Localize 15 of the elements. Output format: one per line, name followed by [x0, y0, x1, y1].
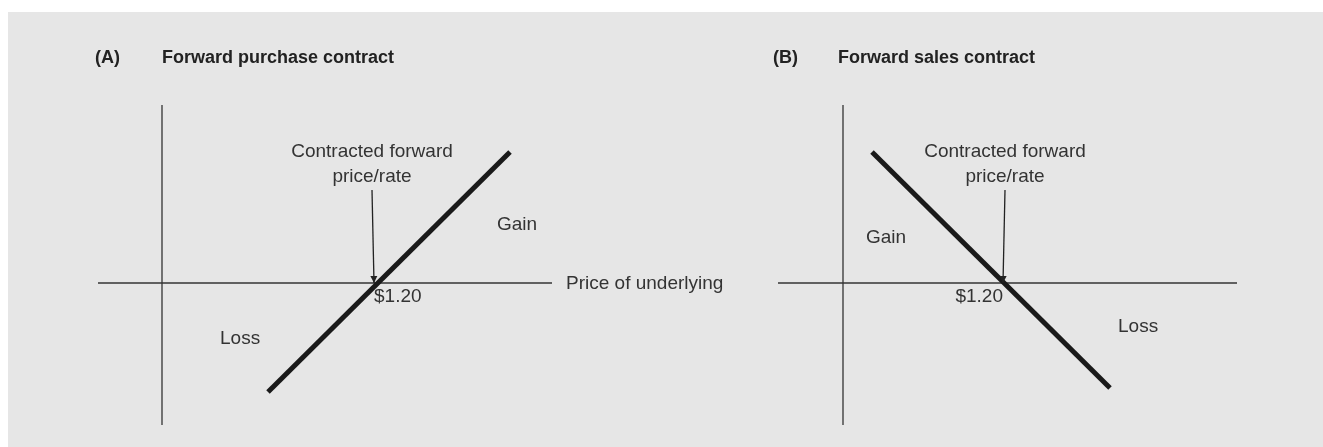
panel-letter: (B) [773, 46, 798, 68]
region-label: Gain [866, 226, 907, 248]
region-label: Loss [1118, 315, 1159, 337]
leader-arrow [999, 189, 1007, 284]
region-label: Loss [220, 327, 261, 349]
axis-label: Price of underlying [566, 272, 724, 294]
price-label: $1.20 [374, 285, 422, 307]
region-label: Gain [497, 213, 538, 235]
price-label: $1.20 [955, 285, 1003, 307]
panel-title: Forward purchase contract [162, 46, 395, 68]
callout-text: Contracted forward price/rate [905, 138, 1105, 188]
panel-letter: (A) [95, 46, 120, 68]
leader-arrow [370, 189, 378, 284]
panel-title: Forward sales contract [838, 46, 1036, 68]
callout-text: Contracted forward price/rate [272, 138, 472, 188]
